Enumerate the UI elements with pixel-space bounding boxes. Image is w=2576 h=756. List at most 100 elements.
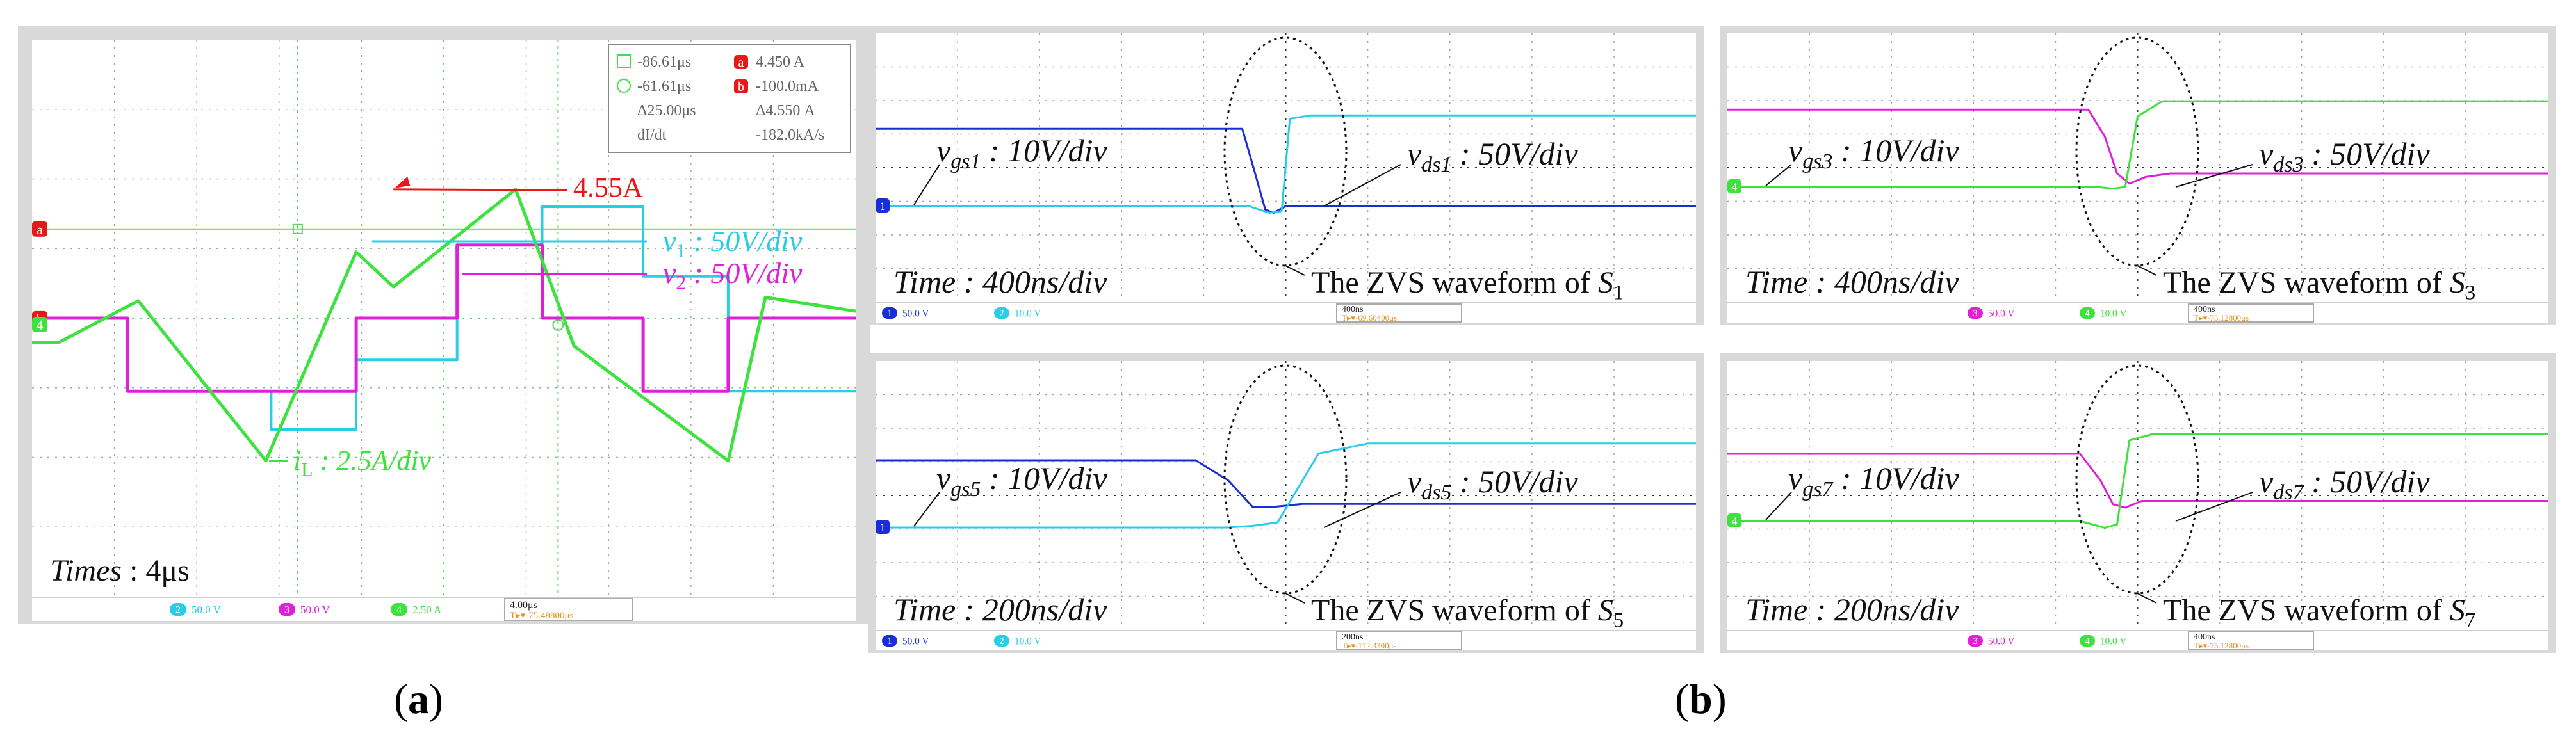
drain-label-leader (2175, 164, 2253, 188)
iL-label: iL : 2.5A/div (293, 445, 431, 481)
drain-label-leader (1323, 164, 1401, 207)
zvs-label: The ZVS waveform of S1 (1311, 266, 1624, 302)
drain-label-part-2: : 50V/div (1451, 136, 1578, 172)
sublabel-b-letter: b (1688, 676, 1713, 723)
drain-label-part-0: v (2259, 136, 2274, 172)
zvs-label-part-1: S (2450, 593, 2465, 627)
drain-label: vds5 : 50V/div (1407, 463, 1578, 504)
gate-label-part-1: gs1 (950, 150, 981, 173)
time-label: Times : 4μs (50, 554, 190, 588)
zvs-label-part-2: 5 (1613, 609, 1624, 630)
v2-label-part-1: 2 (676, 271, 686, 294)
series-gs3 (1727, 108, 2548, 185)
readout-left-1: -61.61μs (637, 78, 691, 95)
series-v2 (32, 243, 856, 393)
status-timebase: 400ns (1342, 305, 1363, 314)
zvs-label: The ZVS waveform of S5 (1311, 593, 1624, 630)
gate-label-leader (1765, 164, 1792, 186)
status-ch-b-num: 2 (999, 309, 1004, 319)
gate-label: vgs3 : 10V/div (1788, 133, 1959, 173)
time-label-part-0: Time (1745, 264, 1807, 300)
status-trigger: T▸▾-75.12800μs (2194, 313, 2249, 323)
drain-label: vds7 : 50V/div (2259, 463, 2430, 504)
zvs-leader (1285, 593, 1305, 604)
readout-b-text: b (738, 80, 744, 94)
status-ch-b-num: 2 (999, 636, 1004, 647)
cursor-readout-box (608, 44, 851, 153)
time-label-part-1: : 400ns/div (1807, 264, 1959, 300)
channel-marker (1727, 513, 1741, 527)
zvs-label-part-1: S (1598, 593, 1613, 627)
gate-label-part-0: v (936, 460, 951, 496)
grid (1727, 33, 2548, 302)
status-ch-a-label: 50.0 V (902, 636, 929, 647)
status-ch-b-label: 10.0 V (1015, 636, 1041, 647)
gate-label-part-0: v (936, 133, 951, 168)
status-ch-a-num: 1 (887, 309, 892, 319)
gate-label-part-2: : 10V/div (981, 133, 1107, 168)
channel-marker-text: 4 (1732, 515, 1738, 527)
zvs-ellipse (2075, 36, 2199, 267)
status-timebase-box (2188, 303, 2314, 323)
time-label-part-0: Time (1745, 591, 1807, 627)
readout-right-3: -182.0kA/s (756, 127, 824, 143)
zvs-label-part-0: The ZVS waveform of (2163, 593, 2450, 627)
sublabel-a-letter: a (407, 676, 429, 723)
time-label: Time : 200ns/div (1745, 591, 1959, 627)
status-ch3-label: 50.0 V (300, 604, 330, 616)
gate-label: vgs7 : 10V/div (1788, 460, 1959, 501)
drain-label: vds3 : 50V/div (2259, 136, 2430, 177)
time-label-part-1: : 4μs (122, 554, 190, 588)
gate-label-part-2: : 10V/div (1832, 133, 1959, 168)
status-ch-a-label: 50.0 V (1988, 308, 2014, 319)
status-trigger: T▸▾-75.12800μs (2194, 641, 2249, 650)
iL-label-part-1: L (301, 460, 313, 481)
status-ch3-chip (279, 603, 295, 616)
sublabel-a: (a) (394, 676, 443, 723)
gate-label-part-0: v (1788, 460, 1803, 496)
zvs-label-part-1: S (2450, 266, 2465, 300)
status-ch2-label: 50.0 V (192, 604, 222, 616)
zvs-leader (2137, 593, 2157, 604)
v1-label: v1 : 50V/div (663, 225, 803, 262)
readout-right-2: Δ4.550 A (756, 102, 815, 119)
status-ch-a-label: 50.0 V (1988, 636, 2014, 647)
time-label-part-1: : 200ns/div (1807, 591, 1959, 627)
gate-label-part-1: gs7 (1802, 478, 1834, 501)
channel-marker (876, 198, 890, 213)
gate-label-leader (1765, 492, 1792, 520)
readout-left-0: -86.61μs (637, 54, 691, 70)
series-gs5 (876, 459, 1696, 508)
status-ch2-chip (170, 603, 186, 616)
gate-label-leader (913, 164, 940, 205)
status-ch-a-chip (1968, 635, 1983, 647)
status-ch-b-label: 10.0 V (1015, 308, 1041, 319)
v2-label-part-2: : 50V/div (686, 257, 803, 289)
status-ch2-num: 2 (175, 605, 181, 616)
status-ch-b-chip (994, 307, 1009, 319)
status-ch-a-chip (882, 307, 897, 319)
cursor-circle-marker (552, 319, 564, 331)
channel-marker-text: 4 (1732, 181, 1738, 193)
zvs-ellipse (1223, 36, 1348, 267)
time-label-part-0: Time (893, 264, 956, 300)
drain-label-part-1: ds1 (1421, 153, 1451, 177)
gate-label: vgs1 : 10V/div (936, 133, 1107, 173)
zvs-label-part-1: S (1598, 266, 1613, 300)
status-trigger: T▸▾-75.48800μs (510, 611, 574, 621)
gate-label: vgs5 : 10V/div (936, 460, 1107, 501)
